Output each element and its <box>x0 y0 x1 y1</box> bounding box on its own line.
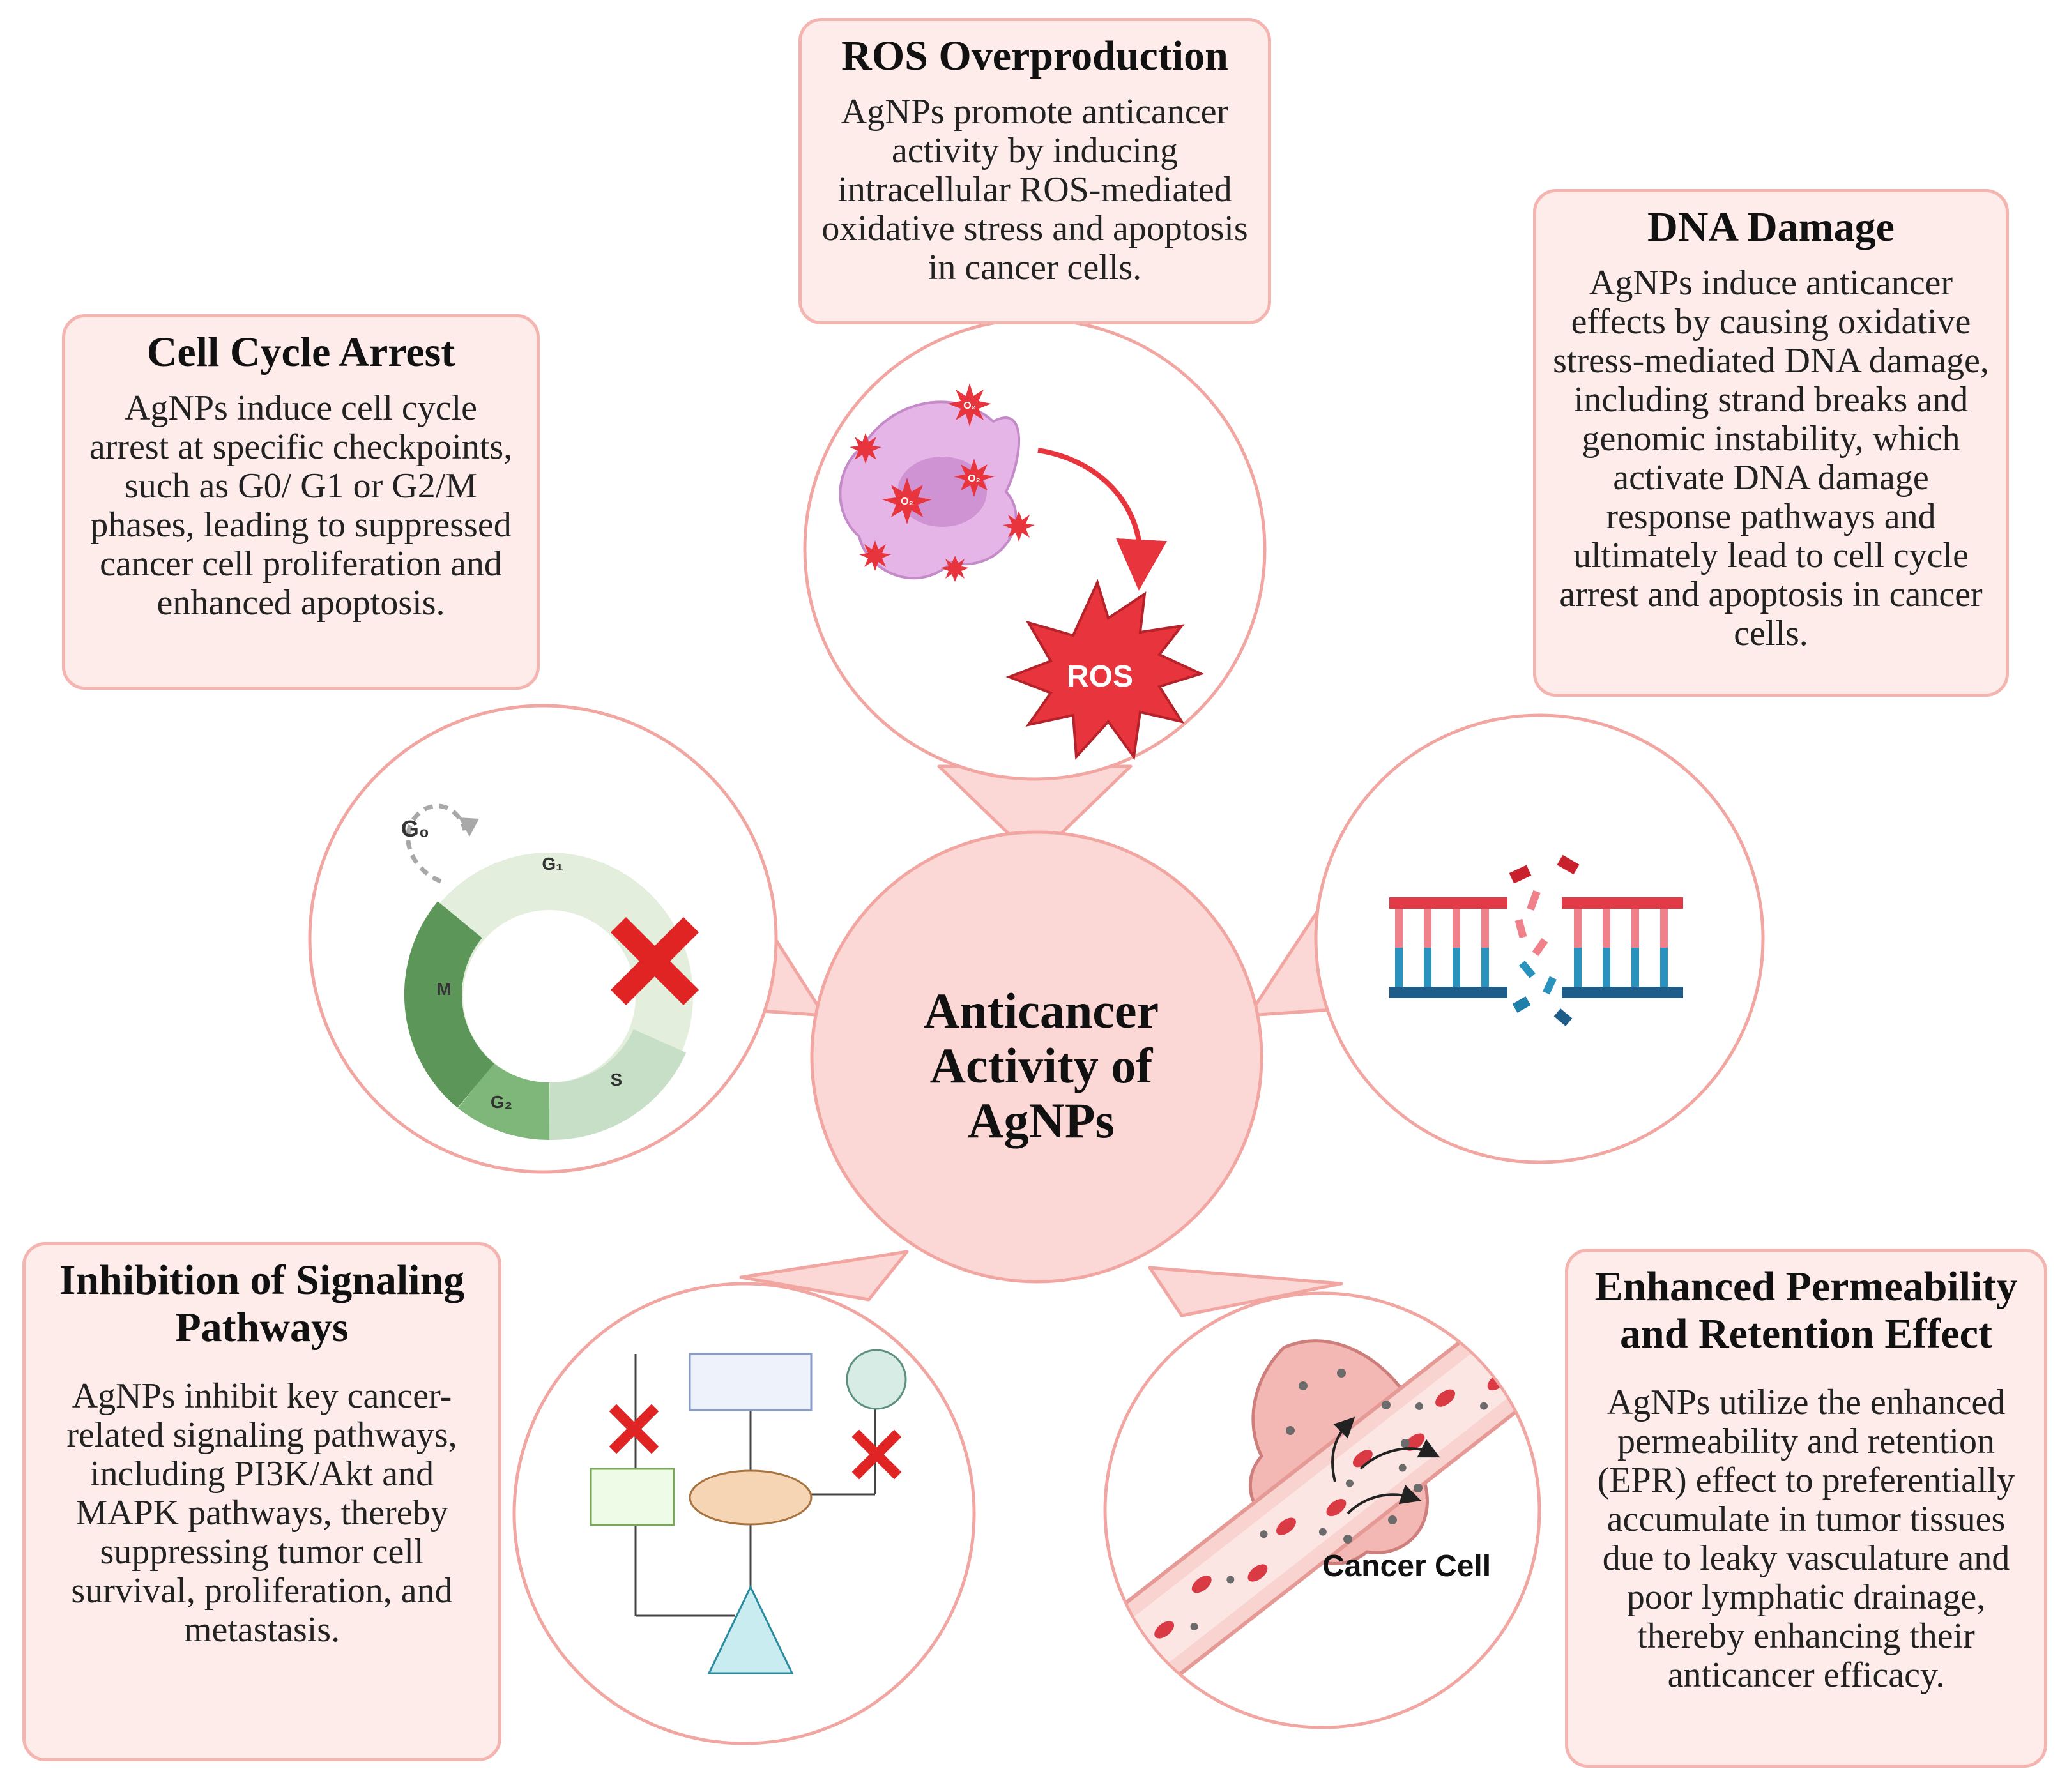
o2-label: O₂ <box>968 473 980 484</box>
dna-rungs-right <box>1574 909 1668 987</box>
epr-illustration <box>1106 1312 1538 1703</box>
ros-burst <box>1005 579 1205 761</box>
dna-fragments <box>1509 854 1580 1026</box>
o2-bursts <box>850 383 1035 582</box>
ros-illustration: O₂ O₂ O₂ ROS <box>839 383 1205 761</box>
cancer-cell-label: Cancer Cell <box>1322 1549 1491 1583</box>
inhibit-x <box>609 1404 902 1480</box>
center-title-line: Anticancer <box>923 983 1159 1038</box>
phase-s-label: S <box>611 1070 623 1090</box>
phase-g2 <box>458 1062 551 1141</box>
ros-card-title: ROS Overproduction <box>841 33 1228 79</box>
dna-circle <box>1314 713 1765 1164</box>
wedge-bottom-left <box>739 1250 909 1302</box>
ros-card-body: AgNPs promote anticancer activity by ind… <box>821 92 1248 287</box>
center-title-line: AgNPs <box>968 1093 1115 1148</box>
cellcycle-illustration: G₀ G₁ S G₂ M <box>401 803 699 1141</box>
g0-arrow-head <box>459 817 479 837</box>
center-title-line: Activity of <box>929 1038 1153 1093</box>
phase-g0-label: G₀ <box>401 816 429 842</box>
pathway-node-ellipse <box>689 1469 813 1526</box>
cellcycle-card-title: Cell Cycle Arrest <box>146 329 455 376</box>
signaling-card: Inhibition of Signaling Pathways AgNPs i… <box>22 1242 501 1761</box>
cellcycle-card-body: AgNPs induce cell cycle arrest at specif… <box>89 388 513 623</box>
pathway-node-rect-top <box>689 1353 813 1411</box>
o2-label: O₂ <box>901 496 913 507</box>
ros-card: ROS Overproduction AgNPs promote antican… <box>798 18 1271 324</box>
phase-m-label: M <box>436 979 451 999</box>
extravasation-arrow <box>1331 1416 1355 1482</box>
extravasation-arrow <box>1347 1484 1422 1515</box>
wedge-bottom-right <box>1148 1266 1343 1317</box>
phase-g2-label: G₂ <box>491 1092 512 1112</box>
center-title: Anticancer Activity of AgNPs <box>850 983 1233 1148</box>
cellcycle-card: Cell Cycle Arrest AgNPs induce cell cycl… <box>62 314 540 690</box>
dna-card-body: AgNPs induce anticancer effects by causi… <box>1553 263 1989 653</box>
vessel <box>1106 1312 1538 1703</box>
signaling-illustration <box>590 1349 907 1674</box>
dna-illustration <box>1389 854 1683 1026</box>
dna-card: DNA Damage AgNPs induce anticancer effec… <box>1533 189 2009 697</box>
epr-card-title: Enhanced Permeability and Retention Effe… <box>1594 1263 2018 1357</box>
extravasation-arrow <box>1359 1439 1440 1470</box>
epr-card: Enhanced Permeability and Retention Effe… <box>1565 1249 2047 1768</box>
phase-g1-label: G₁ <box>542 854 563 874</box>
phase-s <box>549 1028 687 1141</box>
pathway-node-circle <box>846 1349 907 1410</box>
epr-card-body: AgNPs utilize the enhanced permeability … <box>1597 1383 2015 1695</box>
pathway-node-rect-left <box>590 1468 675 1526</box>
dna-card-title: DNA Damage <box>1647 204 1895 250</box>
nanoparticles <box>1190 1402 1488 1630</box>
signaling-card-title: Inhibition of Signaling Pathways <box>59 1257 465 1351</box>
center-circle <box>810 830 1263 1284</box>
signaling-card-body: AgNPs inhibit key cancer-related signali… <box>66 1376 457 1650</box>
g0-loop-arrow <box>406 803 468 884</box>
arrest-x <box>610 916 699 1006</box>
o2-label: O₂ <box>963 400 976 411</box>
dna-rungs-left <box>1395 909 1489 987</box>
ros-label: ROS <box>1067 660 1133 694</box>
phase-m <box>404 901 495 1108</box>
ros-arrow <box>1037 448 1168 591</box>
pathway-node-triangle <box>707 1584 794 1674</box>
